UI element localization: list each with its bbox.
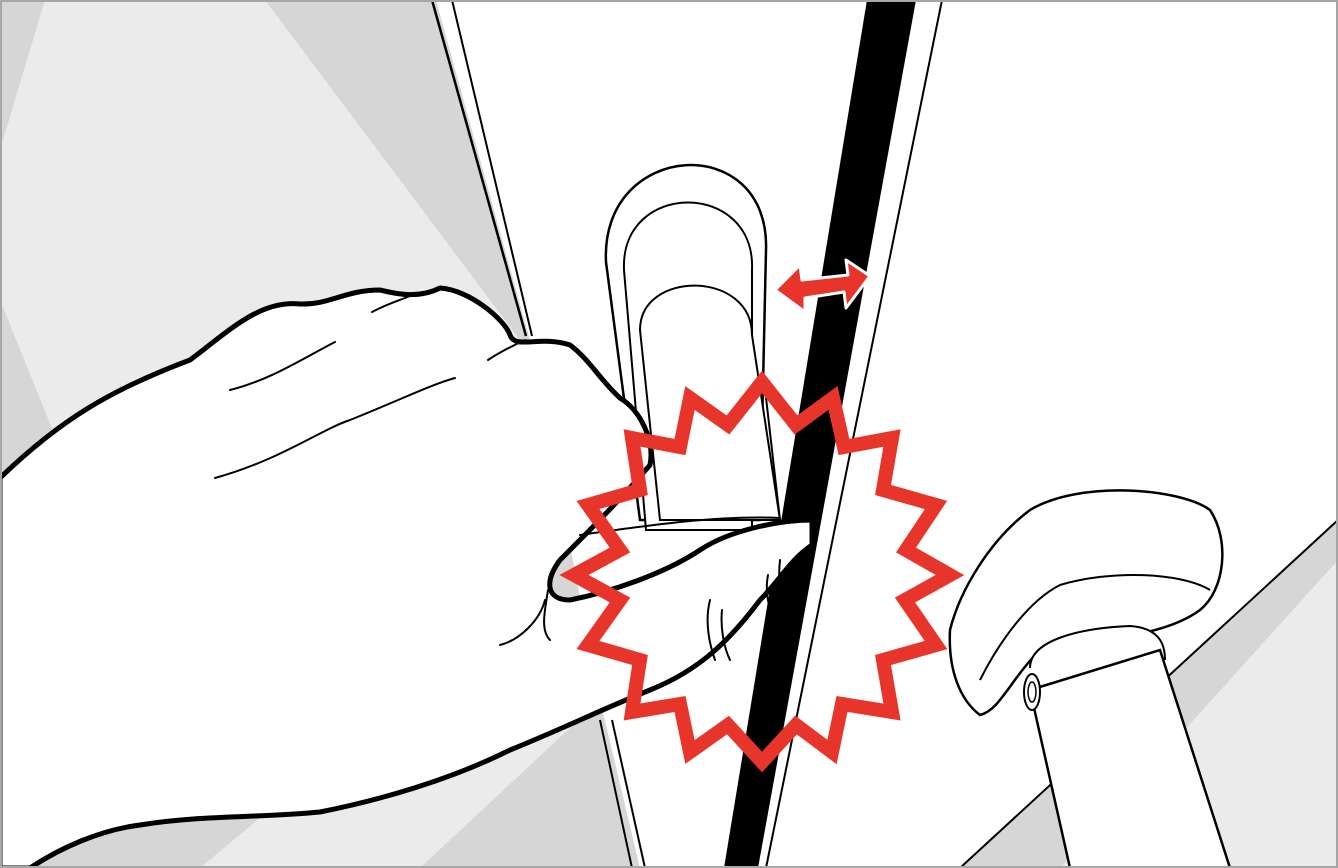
illustration-canvas: [0, 0, 1338, 868]
instruction-illustration: [0, 0, 1338, 868]
